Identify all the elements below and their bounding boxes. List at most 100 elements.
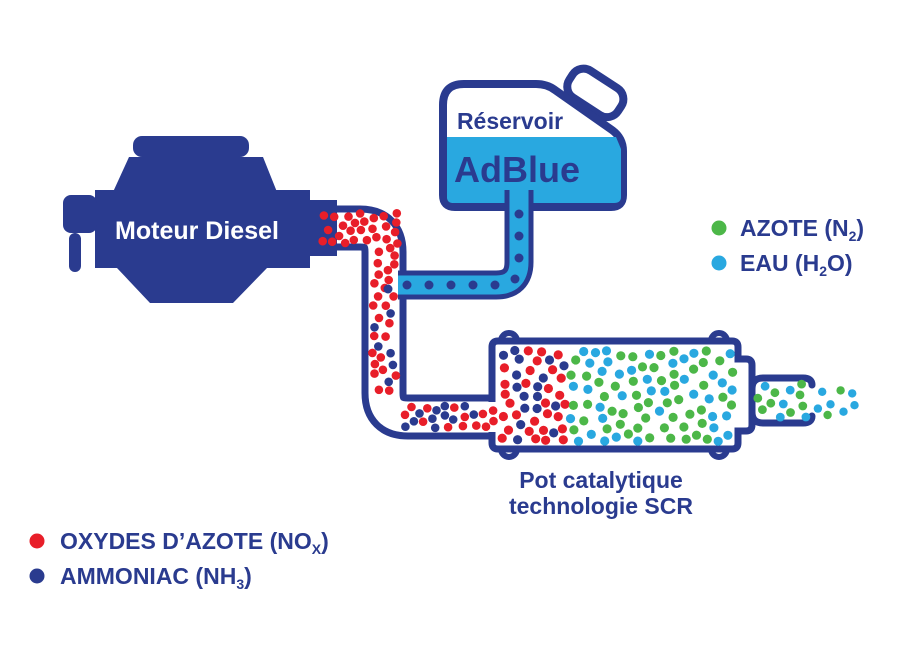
molecule-dot [516, 420, 526, 430]
molecule-dot [785, 385, 795, 395]
engine-head [113, 157, 277, 192]
molecule-dot [696, 405, 707, 415]
molecule-dot [723, 430, 733, 440]
legend-inputs: OXYDES D’AZOTE (NOX) AMMONIAC (NH3) [29, 528, 329, 592]
molecule-dot [646, 386, 656, 396]
molecule-dot [524, 426, 534, 436]
molecule-dot [497, 433, 507, 443]
molecule-dot [760, 381, 770, 391]
molecule-dot [778, 399, 788, 409]
molecule-dot [385, 243, 395, 253]
molecule-dot [374, 247, 384, 257]
molecule-dot [368, 224, 377, 234]
molecule-dot [500, 379, 510, 389]
molecule-dot [649, 363, 659, 373]
molecule-dot [559, 361, 569, 371]
molecule-dot [392, 209, 402, 218]
molecule-dot [594, 377, 604, 387]
molecule-dot [415, 409, 424, 418]
molecule-dot [699, 380, 709, 390]
molecule-dot [368, 301, 378, 310]
molecule-dot [585, 358, 595, 368]
molecule-dot [623, 429, 634, 439]
molecule-dot [428, 414, 437, 424]
legend-azote-close: ) [856, 215, 864, 241]
molecule-dot [381, 222, 391, 231]
molecule-dot [727, 385, 737, 395]
molecule-dot [600, 436, 610, 446]
molecule-dot [633, 436, 643, 446]
molecule-dot [595, 402, 605, 412]
molecule-dot [488, 406, 498, 415]
molecule-dot [538, 425, 549, 435]
molecule-dot [402, 280, 412, 290]
molecule-dot [573, 436, 584, 446]
molecule-dot [848, 389, 857, 398]
molecule-dot [633, 402, 644, 413]
molecule-dot [424, 280, 434, 290]
legend-nox-close: ) [321, 528, 329, 554]
molecule-dot [627, 365, 637, 375]
molecule-dot [385, 318, 394, 328]
molecule-dot [373, 258, 383, 268]
molecule-dot [691, 430, 702, 440]
molecule-dot [795, 390, 805, 400]
molecule-dot [615, 419, 625, 429]
molecule-dot [709, 423, 719, 433]
molecule-dot [670, 380, 680, 390]
molecule-dot [498, 350, 509, 360]
molecule-dot [668, 412, 678, 422]
molecule-dot [460, 401, 470, 411]
molecule-dot [850, 401, 859, 410]
molecule-dot [481, 422, 491, 432]
molecule-dot [355, 209, 365, 218]
molecule-dot [685, 409, 695, 419]
molecule-dot [386, 309, 395, 318]
molecule-dot [390, 251, 399, 260]
adblue-liquid [447, 137, 621, 203]
legend-ammoniac: AMMONIAC (NH3) [60, 563, 252, 592]
molecule-dot [836, 386, 845, 395]
molecule-dot [460, 412, 470, 422]
molecule-dot [641, 413, 651, 423]
molecule-dot [708, 370, 718, 380]
molecule-dot [542, 409, 553, 419]
molecule-dot [374, 385, 384, 395]
molecule-dot [512, 382, 522, 392]
molecule-dot [386, 348, 395, 358]
converter-caption: Pot catalytique technologie SCR [509, 467, 693, 519]
molecule-dot [674, 395, 684, 405]
molecule-dot [571, 355, 581, 365]
molecule-dot [633, 423, 643, 433]
exhaust-pipe [316, 205, 500, 440]
molecule-dot [514, 231, 524, 241]
legend-ammoniac-text: AMMONIAC (NH [60, 563, 236, 589]
legend-eau-close: O) [827, 250, 853, 276]
molecule-dot [443, 422, 453, 432]
molecule-dot [717, 378, 727, 388]
molecule-dot [637, 362, 648, 372]
molecule-dot [519, 391, 529, 401]
molecule-dot [511, 370, 522, 380]
molecule-dot [568, 400, 579, 410]
molecule-dot [384, 386, 394, 395]
molecule-dot [520, 403, 530, 413]
molecule-dot [616, 351, 626, 361]
molecule-dot [565, 414, 576, 424]
molecule-dot [538, 373, 548, 383]
molecule-dot [356, 225, 366, 235]
molecule-dot [797, 379, 806, 389]
molecule-dot [329, 212, 339, 222]
molecule-dot [557, 424, 568, 434]
molecule-dot [549, 428, 559, 438]
molecule-dot [758, 405, 767, 414]
molecule-dot [725, 349, 735, 359]
legend-nox: OXYDES D’AZOTE (NOX) [60, 528, 329, 557]
molecule-dot [818, 387, 827, 396]
legend-ammoniac-close: ) [244, 563, 252, 589]
molecule-dot [537, 347, 547, 357]
caption-line-2: technologie SCR [509, 493, 693, 519]
molecule-dot [511, 410, 522, 420]
molecule-dot [368, 348, 377, 358]
